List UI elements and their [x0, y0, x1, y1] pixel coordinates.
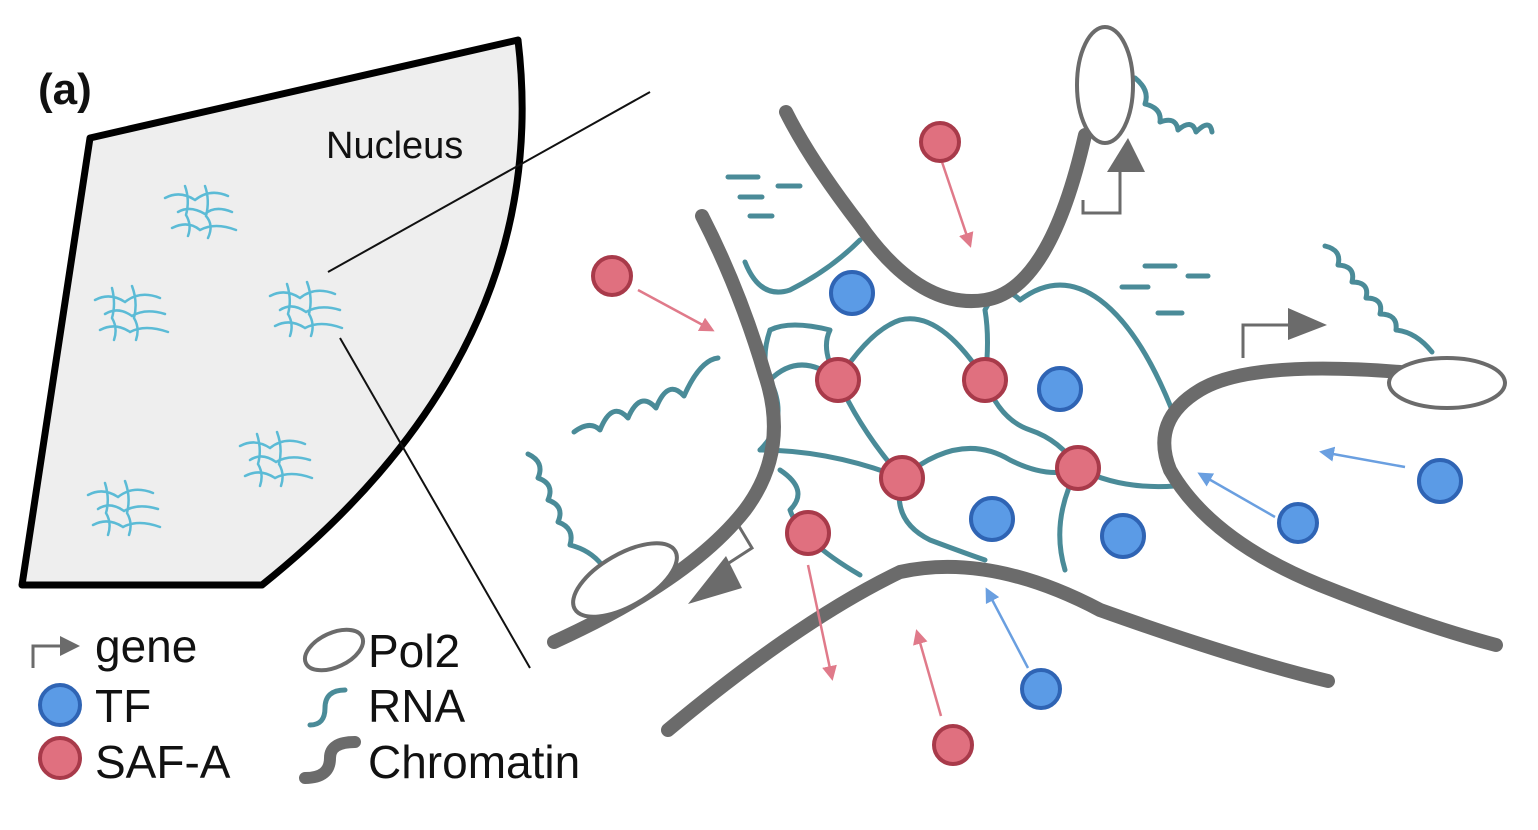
- saf-a-molecule: [815, 357, 861, 403]
- nucleus-condensate-1: [163, 184, 238, 240]
- tf-molecules: [829, 270, 1463, 710]
- pol2-ellipse: [571, 541, 679, 619]
- saf-a-molecule: [932, 724, 974, 766]
- pol2-ellipse: [1387, 356, 1507, 410]
- tf-molecule: [829, 270, 875, 316]
- legend-rna: RNA: [307, 680, 465, 732]
- saf-a-molecule: [1055, 445, 1101, 491]
- legend-saf-a: SAF-A: [38, 736, 231, 788]
- legend-rna-label: RNA: [368, 680, 465, 732]
- tf-molecule: [1417, 458, 1463, 504]
- legend-gene-label: gene: [95, 620, 197, 672]
- gene-arrow: [1081, 138, 1145, 215]
- saf-a-molecule: [879, 455, 925, 501]
- saf-a-icon: [38, 736, 82, 780]
- zoom-line-top: [327, 91, 651, 273]
- tf-icon: [38, 683, 82, 727]
- gene-arrow: [1241, 308, 1327, 358]
- nucleus-condensate-3: [268, 280, 344, 338]
- tf-molecule: [1100, 513, 1146, 559]
- saf-a-molecules: [591, 121, 1101, 766]
- tf-molecule: [1020, 668, 1062, 710]
- pol2-icon: [303, 627, 365, 673]
- gene-arrow: [688, 517, 755, 604]
- zoom-line-bottom: [339, 337, 531, 669]
- legend-gene: gene: [31, 620, 197, 672]
- tf-molecule: [969, 496, 1015, 542]
- tf-arrows: [985, 446, 1406, 669]
- pol2-ellipse: [1075, 25, 1135, 145]
- condensate-detail: [525, 25, 1507, 766]
- tf-molecule: [1277, 502, 1319, 544]
- nucleus-condensate-4: [238, 430, 314, 488]
- legend-tf-label: TF: [95, 680, 151, 732]
- saf-a-arrows: [637, 161, 974, 717]
- legend-chromatin: Chromatin: [299, 736, 580, 788]
- tf-molecule: [1037, 366, 1083, 412]
- legend-chromatin-label: Chromatin: [368, 736, 580, 788]
- saf-a-molecule: [919, 121, 961, 163]
- nucleus-panel: (a) Nucleus: [18, 36, 526, 589]
- chromatin: [547, 105, 1503, 737]
- gene-icon-head: [60, 636, 80, 656]
- legend-pol2: Pol2: [303, 625, 460, 677]
- chromatin-icon: [299, 736, 361, 784]
- panel-label: (a): [38, 65, 92, 114]
- nucleus-outline: [18, 36, 526, 589]
- nucleus-condensate-2: [93, 284, 170, 342]
- legend: gene TF SAF-A Pol2 RNA Chromatin: [31, 620, 580, 788]
- free-rna: [525, 75, 1435, 568]
- legend-saf-a-label: SAF-A: [95, 736, 231, 788]
- gene-icon: [31, 644, 62, 668]
- rna-icon: [307, 687, 348, 728]
- nucleus-condensate-5: [86, 479, 162, 537]
- saf-a-molecule: [962, 357, 1008, 403]
- nucleus-label: Nucleus: [326, 125, 463, 167]
- saf-a-molecule: [785, 510, 831, 556]
- legend-tf: TF: [38, 680, 151, 732]
- legend-pol2-label: Pol2: [368, 625, 460, 677]
- saf-a-molecule: [591, 255, 633, 297]
